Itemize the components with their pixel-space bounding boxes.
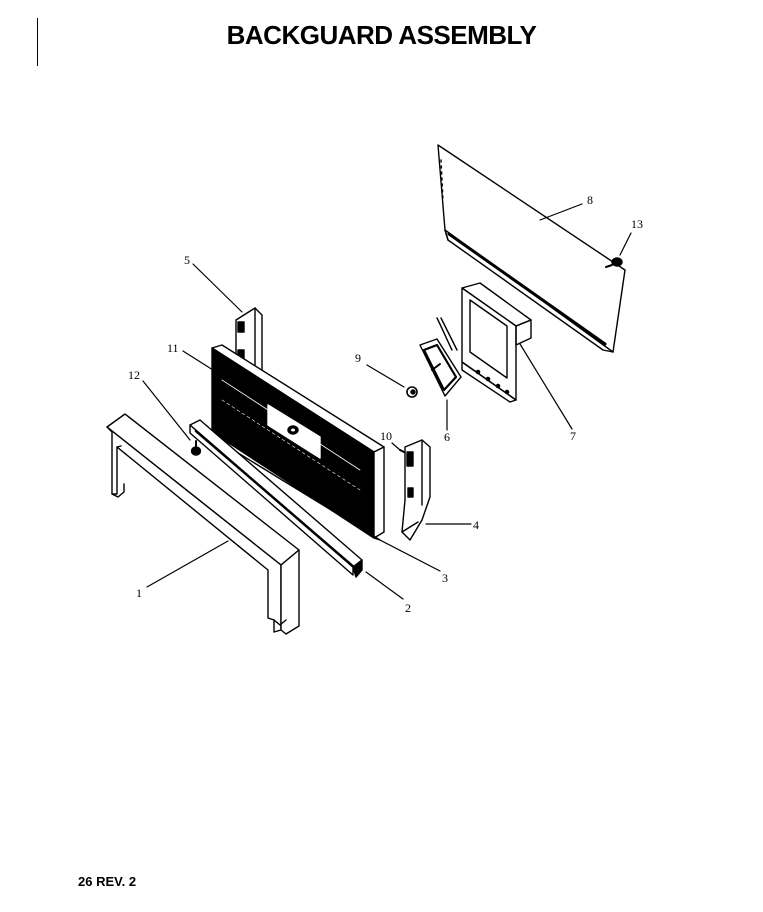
leader-11 [182,350,214,371]
page-footer: 26 REV. 2 [78,874,137,889]
callout-10: 10 [380,429,392,443]
page-title: BACKGUARD ASSEMBLY [226,20,537,50]
leader-10 [391,442,401,451]
part-1-front-trim [106,413,300,635]
part-13-screw [605,257,623,268]
leader-5 [192,263,243,313]
callout-12: 12 [128,368,140,382]
leader-7 [519,343,573,430]
leader-12 [142,380,191,441]
callout-labels: 1 2 3 4 5 6 7 8 9 10 11 12 13 [128,193,643,615]
leader-13 [619,232,632,256]
callout-11: 11 [167,341,179,355]
callout-7: 7 [570,429,576,443]
callout-1: 1 [136,586,142,600]
callout-3: 3 [442,571,448,585]
leader-3 [379,539,441,572]
callout-4: 4 [473,518,479,532]
part-12-screw [190,440,202,456]
callout-9: 9 [355,351,361,365]
part-6-clock [419,317,462,397]
part-8-rear-panel [437,144,626,353]
leader-1 [146,540,229,588]
callout-5: 5 [184,253,190,267]
callout-8: 8 [587,193,593,207]
part-9-knob [406,386,418,398]
leader-9 [366,364,405,388]
callout-6: 6 [444,430,450,444]
part-2-trim-strip [189,419,363,578]
callout-2: 2 [405,601,411,615]
part-4-right-bracket [401,439,431,541]
part-7-bracket [461,282,532,403]
leader-lines [142,203,632,600]
margin-rule [37,18,38,66]
leader-2 [365,571,404,600]
callout-13: 13 [631,217,643,231]
leader-8 [539,203,583,221]
